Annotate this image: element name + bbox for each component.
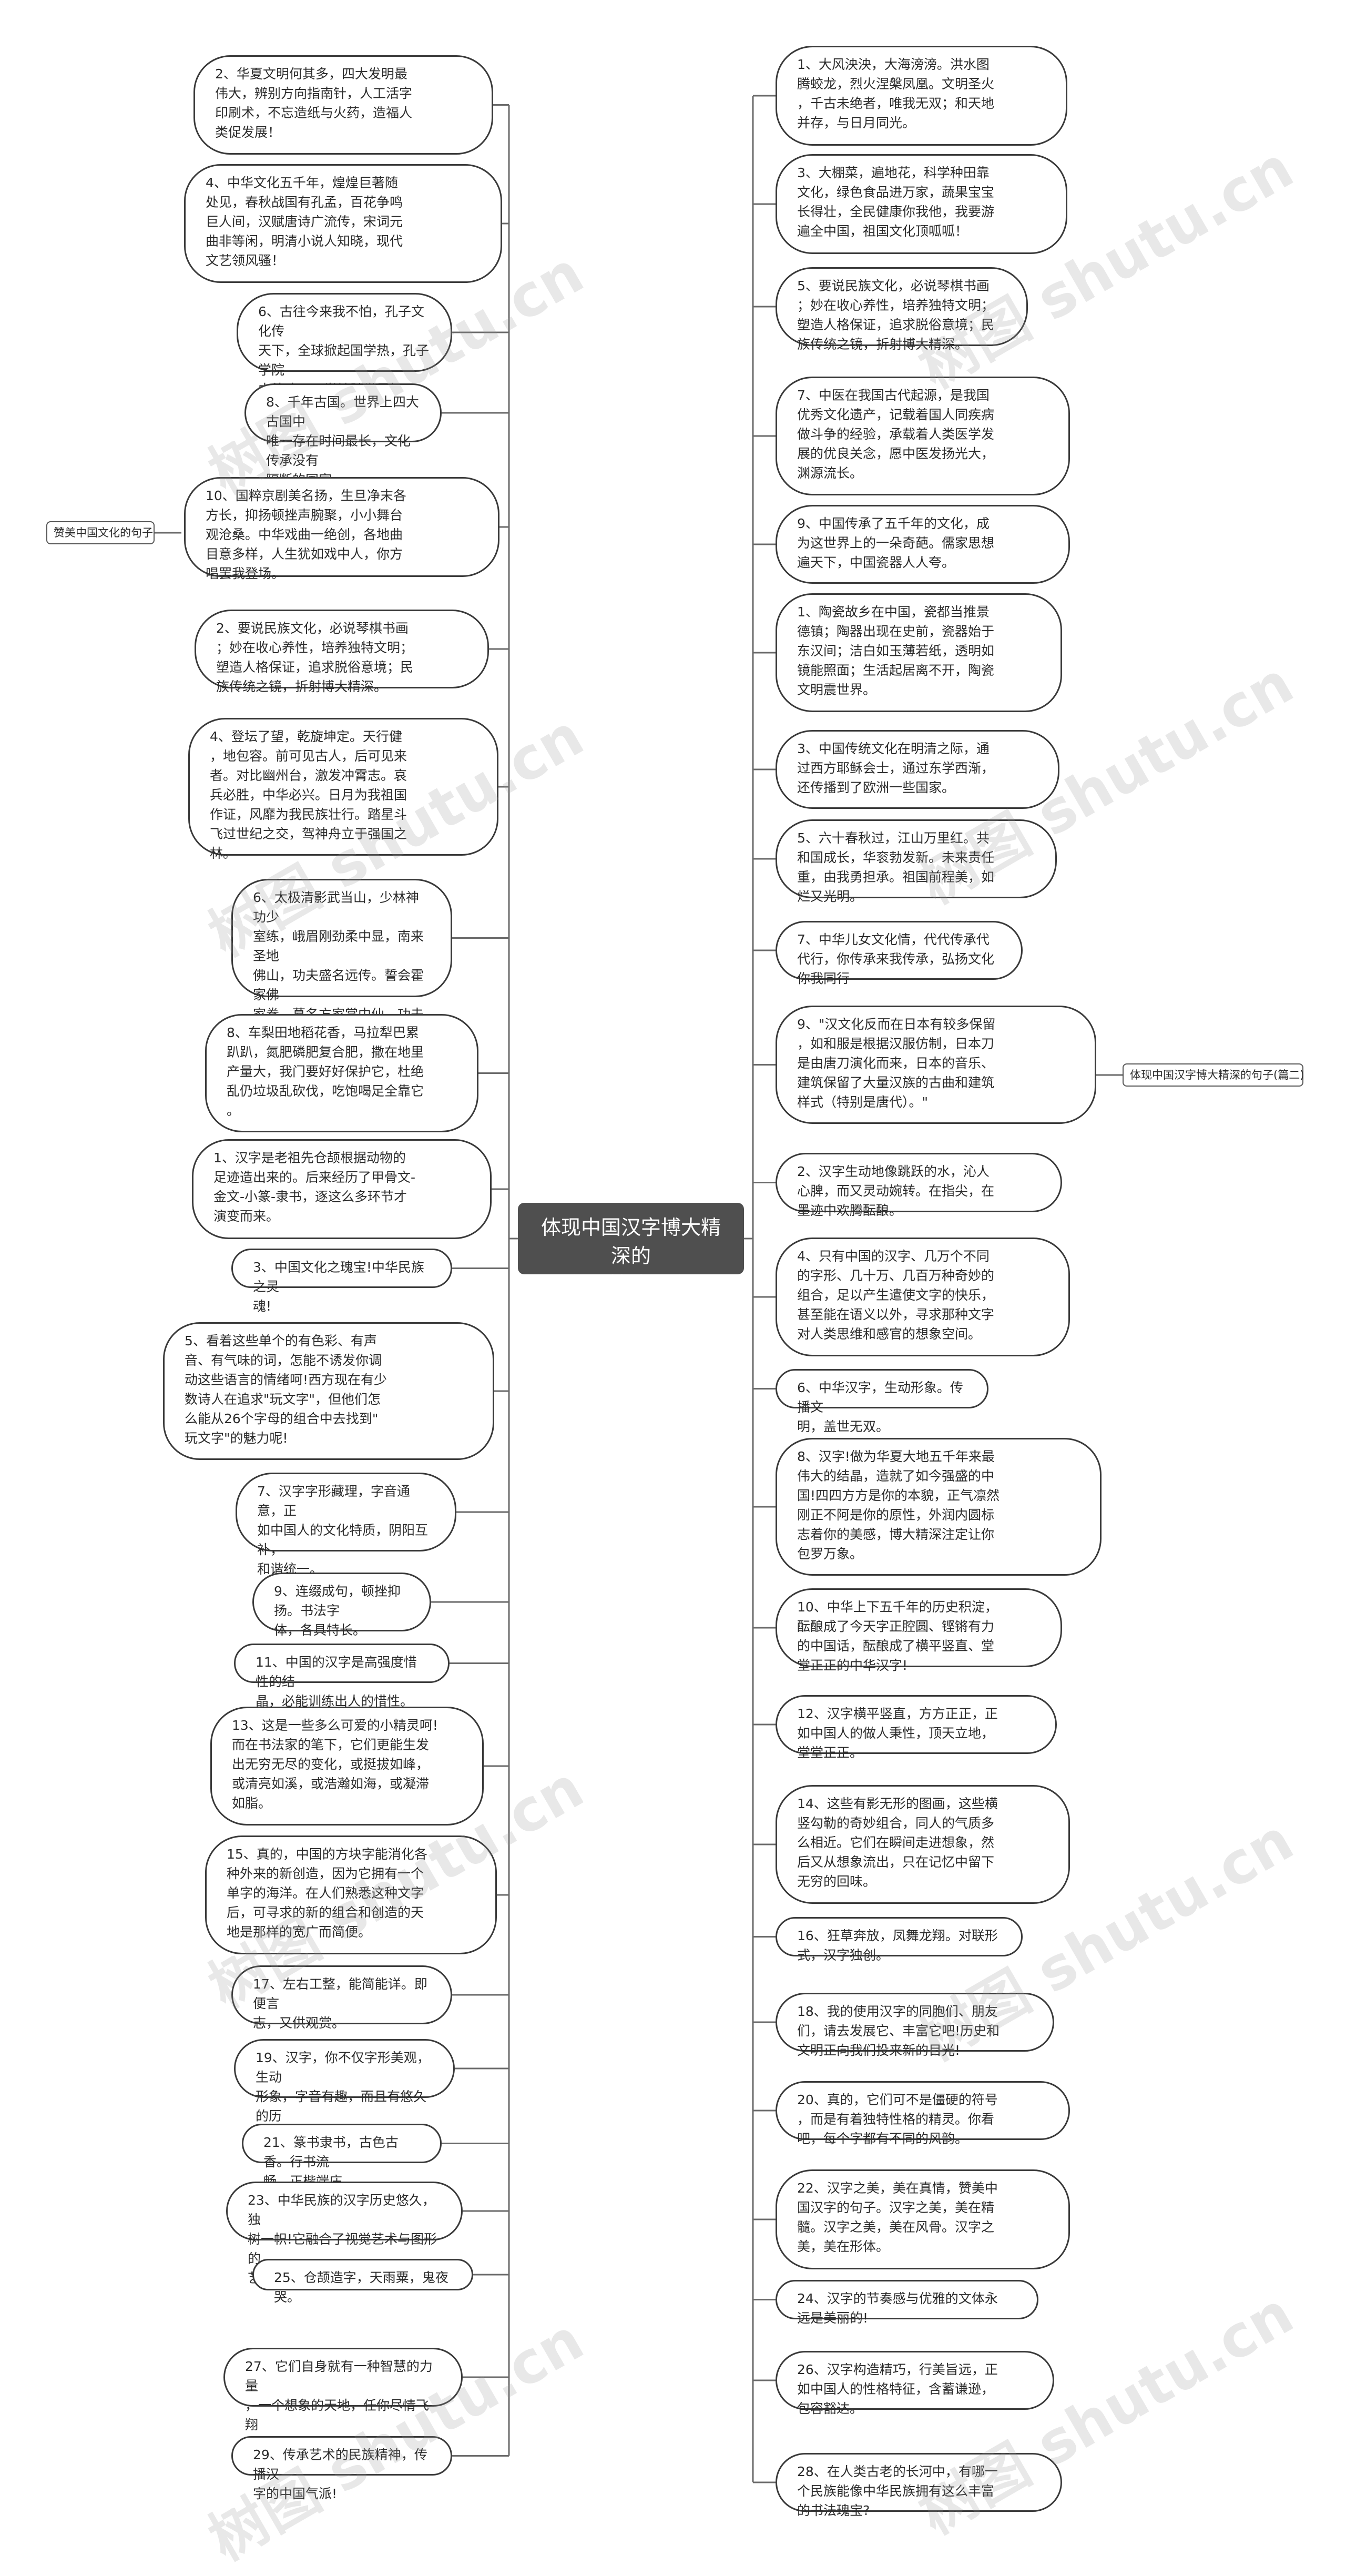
right-branch-node[interactable]: 5、六十春秋过，江山万里红。共 和国成长，华衮勃发新。未来责任 重，由我勇担承。… <box>776 819 1057 904</box>
right-branch-node[interactable]: 2、汉字生动地像跳跃的水，沁人 心脾，而又灵动婉转。在指尖，在 墨迹中欢腾酝酿。 <box>776 1153 1062 1218</box>
left-branch-node[interactable]: 27、它们自身就有一种智慧的力量 ，一个想象的天地，任你尽情飞翔 与驰骋。 <box>223 2348 463 2452</box>
right-branch-node[interactable]: 9、中国传承了五千年的文化，成 为这世界上的一朵奇葩。儒家思想 遍天下，中国瓷器… <box>776 505 1070 584</box>
left-branch-node[interactable]: 19、汉字，你不仅字形美观，生动 形象，字音有趣，而且有悠久的历 史。 <box>234 2039 455 2143</box>
left-branch-node[interactable]: 9、连缀成句，顿挫抑扬。书法字 体，各具特长。 <box>252 1573 431 1638</box>
root-topic[interactable]: 体现中国汉字博大精深的 句子精选12句 <box>518 1203 744 1296</box>
right-branch-node[interactable]: 4、只有中国的汉字、几万个不同 的字形、几十万、几百万种奇妙的 组合，足以产生遣… <box>776 1238 1070 1356</box>
left-branch-node[interactable]: 6、太极清影武当山，少林神功少 室练，峨眉刚劲柔中显，南来圣地 佛山，功夫盛名远… <box>231 879 452 1061</box>
right-branch-node[interactable]: 3、中国传统文化在明清之际，通 过西方耶稣会士，通过东学西渐， 还传播到了欧洲一… <box>776 730 1059 809</box>
left-branch-node[interactable]: 7、汉字字形藏理，字音通意，正 如中国人的文化特质，阴阳互补， 和谐统一。 <box>236 1473 456 1577</box>
right-branch-node[interactable]: 7、中华儿女文化情，代代传承代 代行，你传承来我传承，弘扬文化 你我同行 <box>776 921 1023 986</box>
left-branch-node[interactable]: 8、车梨田地稻花香，马拉犁巴累 趴趴，氮肥磷肥复合肥，撒在地里 产量大，我门要好… <box>205 1014 478 1132</box>
left-branch-node[interactable]: 29、传承艺术的民族精神，传播汉 字的中国气派! <box>231 2436 452 2501</box>
left-branch-node[interactable]: 10、国粹京剧美名扬，生旦净末各 方长，抑扬顿挫声腕聚，小小舞台 观沧桑。中华戏… <box>184 477 499 581</box>
right-branch-node[interactable]: 24、汉字的节奏感与优雅的文体永 远是美丽的! <box>776 2280 1038 2326</box>
right-branch-node[interactable]: 9、"汉文化反而在日本有较多保留 ，如和服是根据汉服仿制，日本刀 是由唐刀演化而… <box>776 1006 1096 1124</box>
left-branch-node[interactable]: 3、中国文化之瑰宝!中华民族之灵 魂! <box>231 1249 452 1314</box>
right-branch-node[interactable]: 5、要说民族文化，必说琴棋书画 ；妙在收心养性，培养独特文明； 塑造人格保证，追… <box>776 267 1028 352</box>
left-branch-node[interactable]: 1、汉字是老祖先仓颉根据动物的 足迹造出来的。后来经历了甲骨文- 金文-小篆-隶… <box>192 1139 492 1239</box>
left-branch-node[interactable]: 4、中华文化五千年，煌煌巨著随 处见，春秋战国有孔孟，百花争鸣 巨人间，汉赋唐诗… <box>184 164 502 283</box>
right-branch-node[interactable]: 18、我的使用汉字的同胞们、朋友 们，请去发展它、丰富它吧!历史和 文明正向我们… <box>776 1993 1054 2058</box>
left-branch-node[interactable]: 21、篆书隶书，古色古香。行书流 畅，正楷端庄。 <box>242 2124 442 2189</box>
left-branch-node[interactable]: 2、华夏文明何其多，四大发明最 伟大，辨别方向指南针，人工活字 印刷术，不忘造纸… <box>193 55 493 155</box>
right-branch-node[interactable]: 7、中医在我国古代起源，是我国 优秀文化遗产，记载着国人同疾病 做斗争的经验，承… <box>776 377 1070 495</box>
left-branch-node[interactable]: 15、真的，中国的方块字能消化各 种外来的新创造，因为它拥有一个 单字的海洋。在… <box>205 1835 497 1954</box>
right-branch-node[interactable]: 12、汉字横平竖直，方方正正，正 如中国人的做人秉性，顶天立地， 堂堂正正。 <box>776 1695 1057 1760</box>
right-branch-node[interactable]: 6、中华汉字，生动形象。传播文 明，盖世无双。 <box>776 1369 988 1434</box>
right-branch-node[interactable]: 28、在人类古老的长河中，有哪一 个民族能像中华民族拥有这么丰富 的书法瑰宝? <box>776 2453 1062 2518</box>
left-branch-node[interactable]: 13、这是一些多么可爱的小精灵呵! 而在书法家的笔下，它们更能生发 出无穷无尽的… <box>210 1707 484 1825</box>
left-branch-node[interactable]: 17、左右工整，能简能详。即便言 志，又供观赏。 <box>231 1965 452 2031</box>
right-branch-node[interactable]: 1、陶瓷故乡在中国，瓷都当推景 德镇；陶器出现在史前，瓷器始于 东汉间；洁白如玉… <box>776 593 1062 712</box>
category-label-left[interactable]: 赞美中国文化的句子 <box>46 521 155 544</box>
left-branch-node[interactable]: 6、古往今来我不怕，孔子文化传 天下，全球掀起国学热，孔子学院 中外建，国学精髓… <box>237 293 452 397</box>
left-branch-node[interactable]: 11、中国的汉字是高强度惜性的结 晶，必能训练出人的惜性。 <box>234 1644 450 1709</box>
right-branch-node[interactable]: 10、中华上下五千年的历史积淀， 酝酿成了今天字正腔圆、铿锵有力 的中国话，酝酿… <box>776 1588 1062 1673</box>
right-branch-node[interactable]: 22、汉字之美，美在真情，赞美中 国汉字的句子。汉字之美，美在精 髓。汉字之美，… <box>776 2169 1070 2269</box>
right-branch-node[interactable]: 16、狂草奔放，凤舞龙翔。对联形 式，汉字独创。 <box>776 1917 1023 1963</box>
left-branch-node[interactable]: 2、要说民族文化，必说琴棋书画 ；妙在收心养性，培养独特文明； 塑造人格保证，追… <box>195 610 489 694</box>
left-branch-node[interactable]: 8、千年古国。世界上四大古国中 唯一存在时间最长，文化传承没有 隔断的国家。 <box>244 383 442 488</box>
left-branch-node[interactable]: 25、仓颉造字，天雨粟，鬼夜哭。 <box>252 2259 473 2305</box>
right-branch-node[interactable]: 14、这些有影无形的图画，这些横 竖勾勒的奇妙组合，同人的气质多 么相近。它们在… <box>776 1785 1070 1904</box>
left-branch-node[interactable]: 5、看着这些单个的有色彩、有声 音、有气味的词，怎能不诱发你调 动这些语言的情绪… <box>163 1322 494 1460</box>
right-branch-node[interactable]: 1、大风泱泱，大海滂滂。洪水图 腾蛟龙，烈火涅槃凤凰。文明圣火 ，千古未绝者，唯… <box>776 46 1067 146</box>
left-branch-node[interactable]: 23、中华民族的汉字历史悠久，独 树一帜!它融合了视觉艺术与图形的 艺术! <box>226 2182 463 2286</box>
left-branch-node[interactable]: 4、登坛了望，乾旋坤定。天行健 ，地包容。前可见古人，后可见来 者。对比幽州台，… <box>188 718 498 861</box>
right-branch-node[interactable]: 3、大棚菜，遍地花，科学种田靠 文化，绿色食品进万家，蔬果宝宝 长得壮，全民健康… <box>776 154 1067 254</box>
category-label-right[interactable]: 体现中国汉字博大精深的句子(篇二) <box>1123 1063 1304 1087</box>
right-branch-node[interactable]: 8、汉字!做为华夏大地五千年来最 伟大的结晶，造就了如今强盛的中 国!四四方方是… <box>776 1438 1102 1576</box>
right-branch-node[interactable]: 20、真的，它们可不是僵硬的符号 ，而是有着独特性格的精灵。你看 吧，每个字都有… <box>776 2081 1070 2146</box>
right-branch-node[interactable]: 26、汉字构造精巧，行美旨远，正 如中国人的性格特征，含蓄谦逊， 包容豁达。 <box>776 2351 1054 2416</box>
